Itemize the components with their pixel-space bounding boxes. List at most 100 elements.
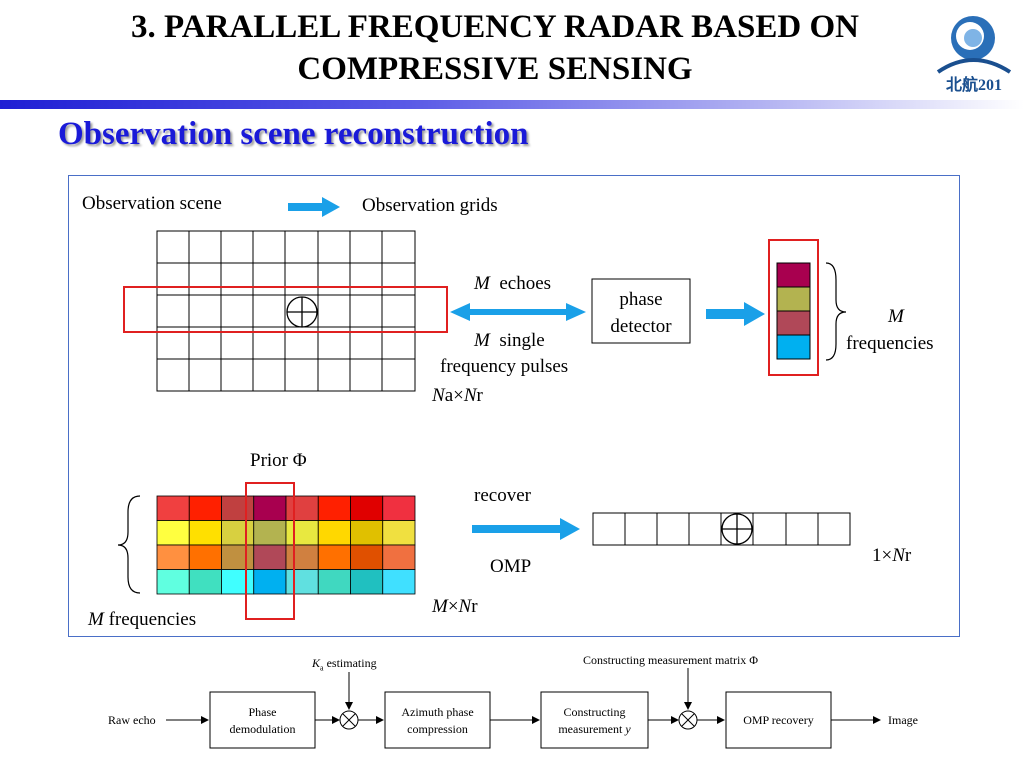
ka-estimating-label: Ka estimating (312, 656, 377, 672)
prior-matrix-cell (285, 520, 319, 546)
prior-matrix-cell (188, 495, 222, 521)
m-single-label: M single (474, 330, 545, 352)
prior-matrix-cell (350, 520, 384, 546)
frequency-stack-cell (776, 334, 811, 360)
recovered-target-icon (721, 513, 753, 545)
prior-matrix-cell (188, 569, 222, 595)
frequency-pulses-label: frequency pulses (440, 356, 569, 377)
n-symbol: N (463, 385, 477, 406)
prior-highlight-column (245, 482, 295, 620)
prior-matrix-cell (253, 544, 287, 570)
a-subscript: a (320, 663, 324, 673)
na-nr-label: Na×Nr (432, 385, 483, 407)
constructing-measurement-box (540, 691, 649, 749)
prior-matrix-cell (317, 544, 351, 570)
prior-matrix (156, 495, 416, 595)
m-frequencies-label: M frequencies (88, 609, 196, 631)
prior-matrix-cell (382, 520, 416, 546)
title-line-1: 3. PARALLEL FREQUENCY RADAR BASED ON (131, 9, 859, 45)
frequency-stack-outline (768, 239, 819, 376)
prior-matrix-cell (188, 544, 222, 570)
raw-echo-label: Raw echo (108, 713, 156, 727)
detector-to-stack-arrow (706, 302, 765, 326)
frequencies-text: frequencies (103, 609, 197, 630)
logo-icon: 北航201 (936, 16, 1012, 94)
prior-matrix-cell (156, 520, 190, 546)
phase-detector-box (591, 278, 691, 344)
phase-demodulation-box (209, 691, 316, 749)
university-logo: 北航201 (928, 10, 1018, 98)
recover-arrow (472, 518, 580, 540)
prior-matrix-cell (317, 569, 351, 595)
prior-matrix-cell (285, 544, 319, 570)
prior-matrix-cell (285, 495, 319, 521)
prior-matrix-cell (221, 544, 255, 570)
scene-highlight-box (123, 286, 448, 333)
prior-matrix-cell (221, 520, 255, 546)
omp-recovery-label: OMP recovery (743, 713, 814, 727)
m-symbol-right: M (888, 306, 904, 328)
diagram-panel (68, 175, 960, 637)
slide-title: 3. PARALLEL FREQUENCY RADAR BASED ON COM… (0, 6, 990, 90)
constructing-line2: measurement y (541, 722, 648, 737)
prior-matrix-cell (253, 569, 287, 595)
slide-subtitle: Observation scene reconstruction (58, 116, 529, 152)
target-marker-icon (286, 296, 318, 328)
logo-text: 北航201 (946, 75, 1002, 94)
prior-matrix-cell (156, 544, 190, 570)
n-symbol: N (432, 385, 445, 406)
frequencies-right-label: frequencies (846, 333, 934, 354)
prior-matrix-cell (188, 520, 222, 546)
prior-matrix-cell (221, 495, 255, 521)
prior-matrix-cell (156, 495, 190, 521)
prior-matrix-cell (285, 569, 319, 595)
y-symbol: y (625, 722, 631, 736)
azimuth-line1: Azimuth phase (401, 705, 474, 719)
observation-scene-label: Observation scene (82, 193, 222, 214)
prior-matrix-cell (350, 569, 384, 595)
r-text: r (471, 596, 478, 617)
frequency-stack-cell (776, 262, 811, 288)
m-echoes-label: M echoes (474, 273, 551, 295)
title-divider-bar (0, 100, 1024, 109)
echo-pulse-double-arrow (450, 303, 586, 321)
frequency-stack-cell (776, 310, 811, 336)
m-nr-label: M×Nr (432, 596, 478, 618)
observation-grids-label: Observation grids (362, 195, 498, 216)
r-text: r (904, 545, 912, 566)
multiplier-1-icon (339, 710, 359, 730)
observation-grid (156, 230, 416, 392)
prior-matrix-cell (382, 544, 416, 570)
r-text: r (476, 385, 483, 406)
m-symbol: M (474, 330, 490, 351)
constructing-matrix-label: Constructing measurement matrix Φ (583, 653, 759, 667)
constructing-line1: Constructing (563, 705, 626, 719)
n-symbol: N (458, 596, 472, 617)
a-times: a× (444, 385, 464, 406)
one-nr-label: 1×Nr (872, 545, 911, 567)
one-times: 1× (872, 545, 893, 566)
recover-label: recover (474, 485, 531, 506)
omp-label: OMP (490, 556, 532, 577)
n-symbol: N (892, 545, 905, 566)
image-label: Image (888, 713, 918, 727)
phase-detector-label-1: phase (619, 289, 663, 310)
prior-matrix-cell (253, 520, 287, 546)
m-symbol: M (432, 596, 448, 617)
prior-matrix-cell (350, 544, 384, 570)
prior-matrix-cell (317, 495, 351, 521)
phase-demod-line1: Phase (248, 705, 277, 719)
m-symbol: M (888, 306, 904, 327)
prior-matrix-cell (156, 569, 190, 595)
phase-demod-line2: demodulation (229, 722, 296, 736)
k-symbol: K (312, 656, 321, 670)
frequency-right-brace (825, 262, 847, 361)
prior-phi-label: Prior Φ (250, 450, 307, 471)
echoes-text: echoes (499, 273, 552, 294)
flow-arrows (166, 668, 881, 724)
azimuth-line2: compression (407, 722, 468, 736)
m-symbol: M (474, 273, 490, 294)
single-text: single (499, 330, 545, 351)
multiplier-2-icon (678, 710, 698, 730)
